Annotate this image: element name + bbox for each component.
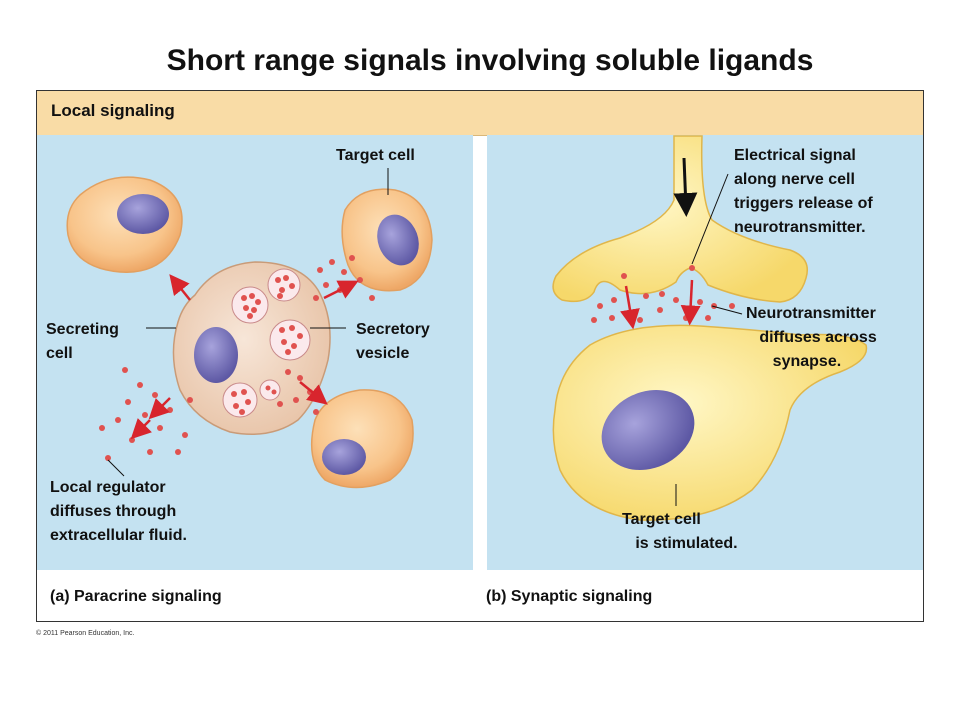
paracrine-arrows xyxy=(130,274,359,440)
target-cell-bottomright xyxy=(310,389,414,489)
label-target-cell: Target cell xyxy=(336,147,415,164)
synaptic-leader-lines xyxy=(675,173,743,506)
postsynaptic-target-cell xyxy=(552,324,868,521)
presynaptic-terminal xyxy=(552,135,808,303)
label-target-stimulated: Target cell is stimulated. xyxy=(622,511,738,552)
target-cell-topleft xyxy=(66,176,183,273)
caption-paracrine: (a) Paracrine signaling xyxy=(50,588,222,605)
synaptic-arrows xyxy=(620,279,701,330)
target-cell-topright xyxy=(341,188,433,292)
label-neurotransmitter: Neurotransmitter diffuses across synapse… xyxy=(746,305,877,370)
electrical-signal-arrow xyxy=(673,157,698,217)
copyright-notice: © 2011 Pearson Education, Inc. xyxy=(36,630,135,637)
secreting-cell xyxy=(172,261,331,435)
caption-synaptic: (b) Synaptic signaling xyxy=(486,588,653,605)
nucleus xyxy=(194,327,238,383)
label-secreting-cell: Secreting cell xyxy=(46,321,119,362)
nucleus xyxy=(377,214,419,266)
label-local-regulator: Local regulator diffuses through extrace… xyxy=(50,479,187,544)
local-regulator-molecules xyxy=(99,255,375,461)
header-label: Local signaling xyxy=(51,101,175,120)
label-secretory-vesicle: Secretory vesicle xyxy=(356,321,430,362)
paracrine-leader-lines xyxy=(107,168,389,477)
local-signaling-header: Local signaling xyxy=(37,91,923,136)
label-electrical-signal: Electrical signal along nerve cell trigg… xyxy=(734,147,873,236)
diagram-title: Short range signals involving soluble li… xyxy=(166,44,814,77)
nucleus xyxy=(322,439,366,475)
nucleus xyxy=(117,194,169,234)
nucleus xyxy=(601,390,695,470)
